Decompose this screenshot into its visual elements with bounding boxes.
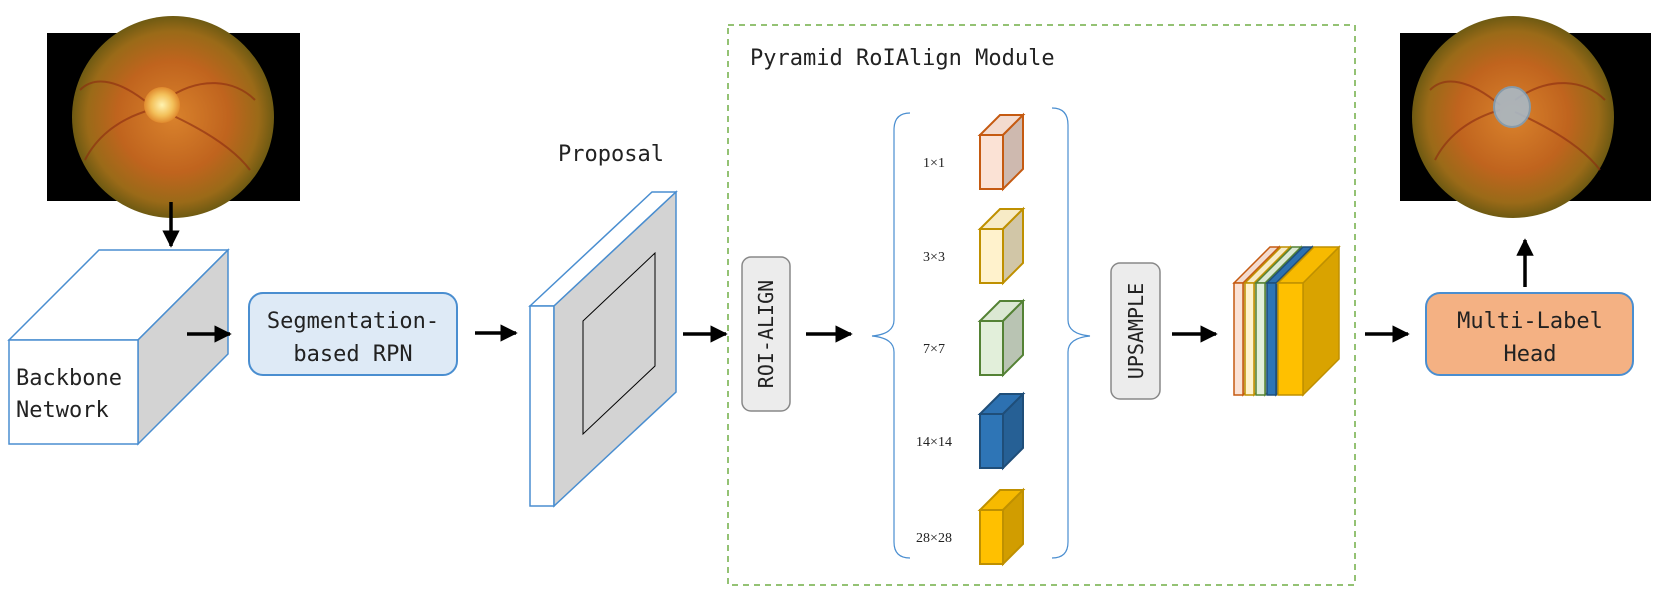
level-cube-front xyxy=(979,413,1004,469)
slab-front xyxy=(1277,282,1304,396)
level-cube-front xyxy=(979,509,1004,565)
level-cube-front xyxy=(979,134,1004,190)
pyramid-roialign-module xyxy=(727,24,1356,586)
roi-align-block: ROI-ALIGN xyxy=(741,256,791,412)
pyramid-levels: 1×1 3×3 7×7 14×14 28×28 xyxy=(916,112,1026,567)
backbone-network-block: Backbone Network xyxy=(7,248,230,446)
segmentation-rpn-block: Segmentation- based RPN xyxy=(248,292,458,376)
level-size-label: 7×7 xyxy=(923,342,945,357)
level-size-label: 28×28 xyxy=(916,531,952,546)
input-fundus-image xyxy=(47,16,300,218)
pyramid-level-3: 7×7 xyxy=(923,298,1026,378)
right-brace xyxy=(1051,107,1091,559)
proposal-label: Proposal xyxy=(558,142,664,167)
upsampled-feature-stack xyxy=(1232,245,1341,397)
level-cube-side xyxy=(1002,298,1024,378)
level-cube-side xyxy=(1002,487,1024,567)
level-cube-side xyxy=(1002,206,1024,286)
level-size-label: 3×3 xyxy=(923,250,945,265)
level-size-label: 14×14 xyxy=(916,435,952,450)
upsampled-slab-5 xyxy=(1276,245,1341,397)
output-fundus-image xyxy=(1400,16,1651,218)
left-brace xyxy=(871,112,911,559)
upsample-block: UPSAMPLE xyxy=(1110,262,1161,400)
multi-label-head-block: Multi-Label Head xyxy=(1425,292,1634,376)
slab-front xyxy=(1266,282,1277,396)
pyramid-level-1: 1×1 xyxy=(923,112,1026,192)
level-cube-side xyxy=(1002,112,1024,192)
rpn-label-line2: based RPN xyxy=(293,342,412,367)
upsample-label: UPSAMPLE xyxy=(1124,283,1148,379)
pyramid-level-4: 14×14 xyxy=(916,391,1026,471)
slab-front xyxy=(1233,282,1244,396)
level-cube-front xyxy=(979,320,1004,376)
slab-front xyxy=(1244,282,1255,396)
slab-front xyxy=(1255,282,1266,396)
head-label-line2: Head xyxy=(1504,342,1557,367)
level-size-label: 1×1 xyxy=(923,156,945,171)
level-cube-side xyxy=(1002,391,1024,471)
roi-align-label: ROI-ALIGN xyxy=(754,280,778,388)
pyramid-level-2: 3×3 xyxy=(923,206,1026,286)
module-title: Pyramid RoIAlign Module xyxy=(750,46,1055,71)
proposal-region xyxy=(582,251,656,436)
proposal-block xyxy=(528,190,678,508)
pyramid-level-5: 28×28 xyxy=(916,487,1026,567)
backbone-label-line1: Backbone xyxy=(16,366,122,391)
level-cube-front xyxy=(979,228,1004,284)
head-label-line1: Multi-Label xyxy=(1457,309,1603,334)
backbone-label-line2: Network xyxy=(16,398,109,423)
rpn-label-line1: Segmentation- xyxy=(267,309,439,334)
